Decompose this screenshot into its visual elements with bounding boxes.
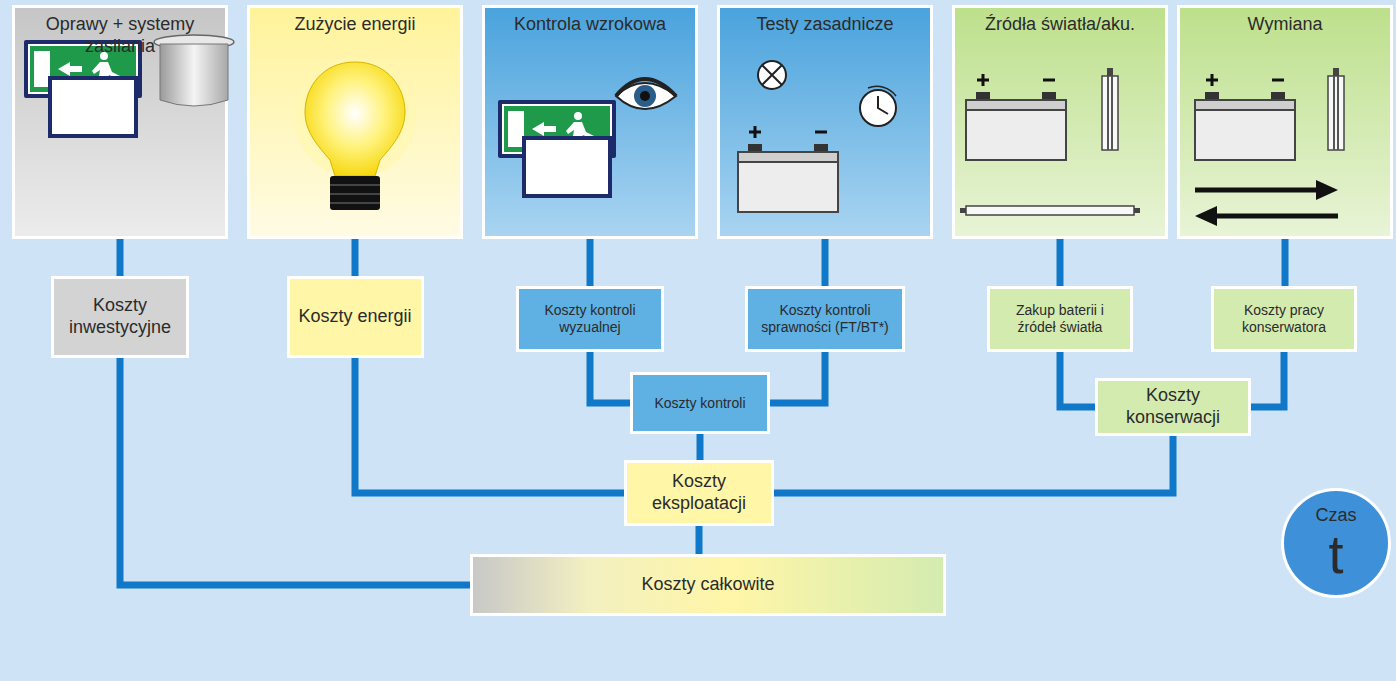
category-panel: Oprawy + systemy zasilania xyxy=(12,5,228,239)
box-label: Zakup baterii i źródeł światła xyxy=(996,302,1124,336)
box-label: Koszty konserwacji xyxy=(1104,385,1242,428)
cost-box: Koszty eksploatacji xyxy=(624,460,774,526)
connector-line xyxy=(1057,239,1064,286)
connector-line xyxy=(352,239,359,276)
panel-heading: Wymiana xyxy=(1188,14,1382,36)
box-label: Koszty całkowite xyxy=(641,574,774,596)
connector-line xyxy=(822,239,829,286)
box-label: Koszty kontroli sprawności (FT/BT*) xyxy=(754,302,896,336)
box-label: Koszty pracy konserwatora xyxy=(1220,302,1348,336)
cost-box: Zakup baterii i źródeł światła xyxy=(987,286,1133,352)
box-label: Koszty inwestycyjne xyxy=(60,295,180,338)
category-panel: Kontrola wzrokowa xyxy=(482,5,698,239)
cost-box: Koszty energii xyxy=(287,276,424,358)
connector-line xyxy=(770,352,825,403)
cost-box: Koszty kontroli xyxy=(630,372,770,434)
connector-line xyxy=(590,352,630,403)
box-label: Czas xyxy=(1315,505,1356,527)
panel-heading: Testy zasadnicze xyxy=(728,14,922,36)
box-label: Koszty energii xyxy=(298,306,411,328)
category-panel: Wymiana xyxy=(1177,5,1393,239)
box-label: Koszty kontroli xyxy=(654,395,745,412)
category-panel: Źródła światła/aku. xyxy=(952,5,1168,239)
connector-line xyxy=(1282,239,1289,286)
box-label: t xyxy=(1328,527,1343,581)
box-label: Koszty kontroli wyzualnej xyxy=(525,302,655,336)
cost-box: Koszty konserwacji xyxy=(1095,378,1251,436)
category-panel: Zużycie energii xyxy=(247,5,463,239)
panel-heading: Zużycie energii xyxy=(258,14,452,36)
cost-box: Koszty całkowite xyxy=(470,554,946,616)
connector-line xyxy=(697,434,704,460)
connector-line xyxy=(355,358,624,493)
connector-line xyxy=(1060,352,1095,407)
connector-line xyxy=(1251,352,1284,407)
connector-line xyxy=(774,436,1173,493)
panel-heading: Źródła światła/aku. xyxy=(963,14,1157,36)
cost-box: Koszty pracy konserwatora xyxy=(1211,286,1357,352)
connector-line xyxy=(120,358,470,585)
connector-line xyxy=(587,239,594,286)
box-label: Koszty eksploatacji xyxy=(633,471,765,514)
panel-heading: Kontrola wzrokowa xyxy=(493,14,687,36)
panel-heading: Oprawy + systemy zasilania xyxy=(23,14,217,57)
connector-line xyxy=(696,526,703,554)
connector-line xyxy=(117,239,124,276)
cost-box: Koszty kontroli sprawności (FT/BT*) xyxy=(745,286,905,352)
cost-box: Koszty kontroli wyzualnej xyxy=(516,286,664,352)
cost-box: Koszty inwestycyjne xyxy=(51,276,189,358)
category-panel: Testy zasadnicze xyxy=(717,5,933,239)
time-circle: Czast xyxy=(1281,488,1391,598)
